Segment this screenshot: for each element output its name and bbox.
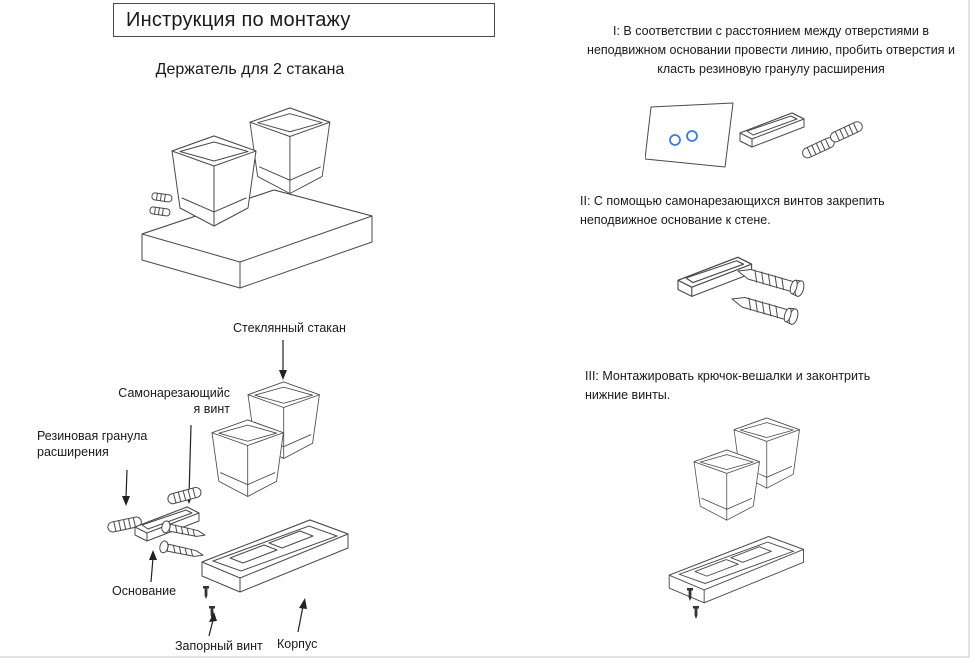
glass-cup-front-icon: [211, 419, 284, 497]
label-rubber-granule: Резиновая гранула расширения: [37, 429, 148, 459]
product-subtitle: Держатель для 2 стакана: [155, 61, 345, 78]
glass-cup-back-icon: [249, 107, 331, 194]
rubber-granule-icon: [800, 135, 837, 161]
side-peg-icon: [151, 192, 173, 203]
self-tapping-screw-icon: [729, 290, 801, 326]
rubber-granule-icon: [166, 485, 203, 506]
base-bracket-icon: [677, 256, 753, 297]
locking-screw-icon: [203, 586, 209, 599]
drill-hole-icon: [669, 134, 681, 146]
base-bracket-icon: [739, 112, 805, 148]
step-3-text: III: Монтажировать крючок-вешалки и зако…: [585, 369, 871, 402]
exploded-view-drawing: [106, 340, 349, 637]
step3-assembly-drawing: [668, 417, 804, 619]
label-locking-screw: Запорный винт: [175, 639, 263, 653]
label-base: Основание: [112, 584, 177, 598]
step-1-text: I: В соответствии с расстоянием между от…: [587, 24, 955, 76]
body-tray-icon: [201, 519, 349, 593]
step-2-text: II: С помощью самонарезающихся винтов за…: [580, 194, 885, 227]
step1-parts-drawing: [645, 102, 865, 168]
label-glass-cup: Стеклянный стакан: [233, 321, 346, 335]
self-tapping-screw-icon: [158, 539, 205, 562]
product-overview-drawing: [141, 107, 373, 289]
locking-screw-icon: [693, 606, 699, 619]
drill-hole-icon: [686, 130, 698, 142]
page-title: Инструкция по монтажу: [113, 3, 495, 37]
label-body: Корпус: [277, 637, 318, 651]
label-self-tapping-screw: Самонарезающийся винт: [118, 386, 230, 416]
step2-mounting-drawing: [677, 256, 807, 326]
glass-cup-front-icon: [693, 449, 760, 521]
rubber-granule-icon: [828, 119, 865, 145]
side-peg-icon: [149, 206, 171, 217]
